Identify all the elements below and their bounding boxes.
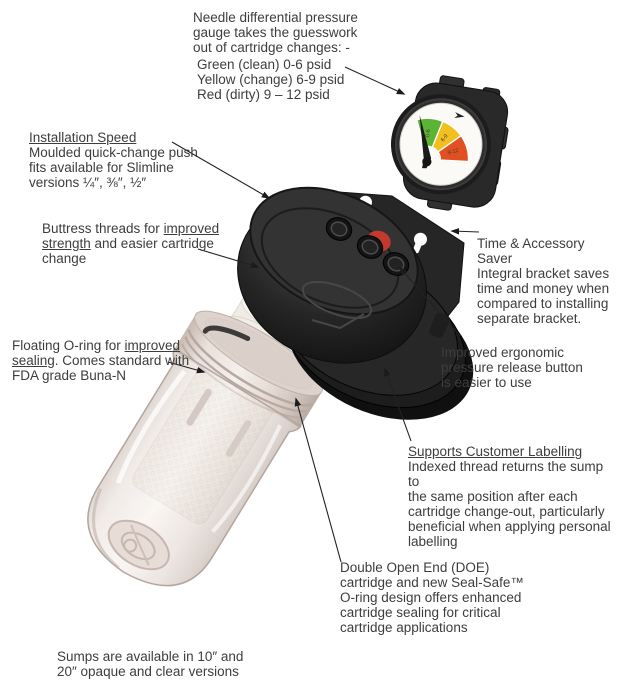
annotation-labelling-heading: Supports Customer Labelling: [408, 444, 583, 459]
annotation-buttress: Buttress threads for improved strength a…: [42, 221, 238, 266]
gauge-zone-label: 6-9: [440, 133, 450, 143]
annotation-sumps: Sumps are available in 10″ and 20″ opaqu…: [57, 649, 244, 679]
gauge-zone-label: 9-12: [447, 148, 459, 157]
leader-time-saver: [450, 227, 480, 235]
head-port: [356, 235, 384, 259]
annotation-oring-pre: Floating O-ring for: [12, 338, 125, 353]
annotation-buttress-underlined: improved strength: [42, 221, 220, 251]
pressure-gauge: 0-6 6-9 9-12: [390, 75, 509, 211]
annotation-doe: Double Open End (DOE) cartridge and new …: [340, 560, 524, 635]
keyhole-slot: [412, 232, 427, 254]
gauge-needle: [419, 114, 432, 169]
annotation-installation: Installation Speed Moulded quick-change …: [29, 130, 234, 190]
leader-gauge: [344, 66, 406, 95]
sump: [87, 295, 324, 587]
leader-oring: [167, 361, 206, 374]
leader-release-button: [398, 266, 461, 337]
sump-bottom: [92, 488, 170, 571]
leader-labelling: [384, 367, 412, 442]
filter-head: [237, 186, 474, 420]
annotation-labelling: Supports Customer Labelling Indexed thre…: [408, 444, 618, 549]
gauge-face: 0-6 6-9 9-12: [390, 94, 491, 195]
annotation-floating-oring: Floating O-ring for improved sealing. Co…: [12, 338, 198, 383]
annotation-oring-post: . Comes standard with FDA grade Buna-N: [12, 353, 190, 383]
head-port: [325, 217, 353, 241]
leader-buttress: [197, 248, 260, 269]
embossed-logo: [301, 280, 373, 330]
annotation-installation-body: Moulded quick-change push fits available…: [29, 145, 198, 190]
annotation-installation-heading: Installation Speed: [29, 130, 137, 145]
annotation-buttress-post: and easier cartridge change: [42, 236, 214, 266]
gauge-zone-red: [437, 134, 470, 163]
head-top-face: [249, 186, 419, 316]
annotation-gauge-intro: Needle differential pressure gauge takes…: [193, 10, 358, 55]
leader-doe: [294, 397, 342, 563]
annotation-time-saver: Time & Accessory Saver Integral bracket …: [477, 236, 610, 326]
annotation-release-button: Improved ergonomic pressure release butt…: [441, 345, 583, 390]
annotation-oring-underlined: improved sealing: [12, 338, 181, 368]
annotation-buttress-pre: Buttress threads for: [42, 221, 164, 236]
annotation-gauge-zones: Green (clean) 0-6 psid Yellow (change) 6…: [197, 57, 345, 102]
annotation-labelling-body: Indexed thread returns the sump to the s…: [408, 459, 611, 549]
floating-o-ring: [202, 325, 251, 342]
sump-threads: [173, 310, 324, 428]
leader-installation: [171, 141, 271, 199]
gauge-zone-label: 0-6: [425, 129, 432, 137]
